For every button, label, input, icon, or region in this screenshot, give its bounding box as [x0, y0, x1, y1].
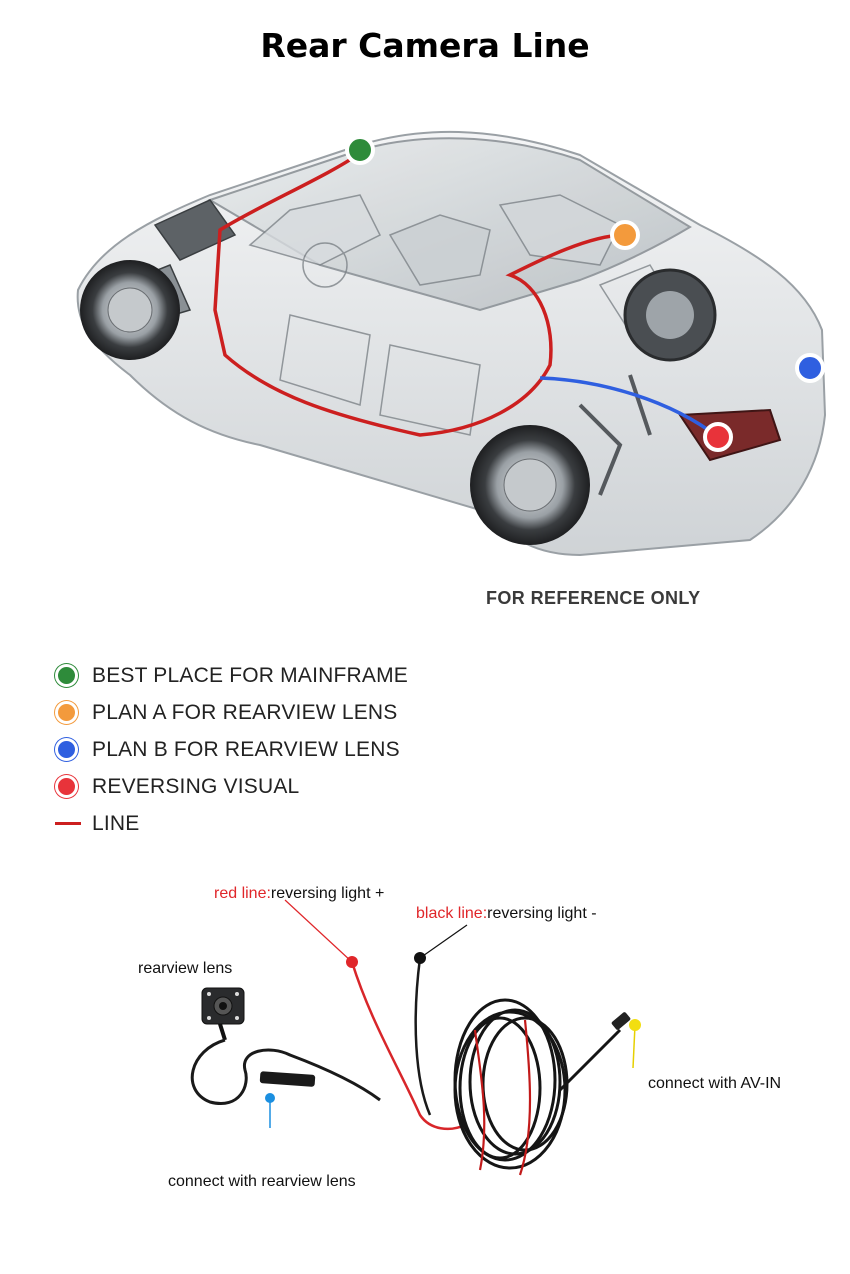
black-line-label: black line:reversing light -: [416, 905, 597, 923]
legend-item-line: LINE: [55, 805, 408, 842]
reference-note: FOR REFERENCE ONLY: [486, 588, 701, 608]
legend-label: LINE: [92, 811, 140, 835]
mainframe-marker: [345, 135, 375, 165]
front-wheel: [80, 260, 180, 360]
wiring-diagram: red line:reversing light + black line:re…: [130, 870, 830, 1230]
reversing-marker: [703, 422, 733, 452]
black-line-desc: reversing light -: [487, 905, 597, 922]
legend-label: REVERSING VISUAL: [92, 774, 300, 798]
rearview-lens-label: rearview lens: [138, 960, 233, 977]
red-dot-icon: [55, 775, 78, 798]
legend-label: PLAN A FOR REARVIEW LENS: [92, 700, 398, 724]
rear-suspension: [578, 374, 652, 496]
orange-dot-icon: [55, 701, 78, 724]
legend-item-mainframe: BEST PLACE FOR MAINFRAME: [55, 657, 408, 694]
legend-item-reversing: REVERSING VISUAL: [55, 768, 408, 805]
red-line-icon: [55, 822, 81, 825]
plan-b-line: [539, 376, 720, 439]
connect-rearview-label: connect with rearview lens: [168, 1173, 356, 1190]
legend-item-plan-a: PLAN A FOR REARVIEW LENS: [55, 694, 408, 731]
av-in-label: connect with AV-IN: [648, 1075, 782, 1092]
camera-line-route: [213, 151, 626, 437]
plan-a-marker: [610, 220, 640, 250]
legend-label: BEST PLACE FOR MAINFRAME: [92, 663, 408, 687]
red-line-desc: reversing light +: [270, 885, 385, 902]
coiled-cable: [453, 998, 569, 1170]
green-dot-icon: [55, 664, 78, 687]
legend-item-plan-b: PLAN B FOR REARVIEW LENS: [55, 731, 408, 768]
car-cutaway-diagram: [76, 130, 827, 557]
page-title: Rear Camera Line: [260, 26, 590, 65]
blue-dot-icon: [55, 738, 78, 761]
car-interior: [248, 194, 682, 436]
legend: BEST PLACE FOR MAINFRAME PLAN A FOR REAR…: [55, 657, 408, 842]
red-line-name: red line:: [214, 885, 271, 902]
rear-wheel: [470, 425, 590, 545]
red-line-label: red line:reversing light +: [214, 885, 384, 903]
legend-label: PLAN B FOR REARVIEW LENS: [92, 737, 400, 761]
plan-b-marker: [795, 353, 825, 383]
rearview-camera-icon: [201, 987, 245, 1041]
black-line-name: black line:: [416, 905, 488, 922]
wiring-illustration: [190, 899, 641, 1176]
